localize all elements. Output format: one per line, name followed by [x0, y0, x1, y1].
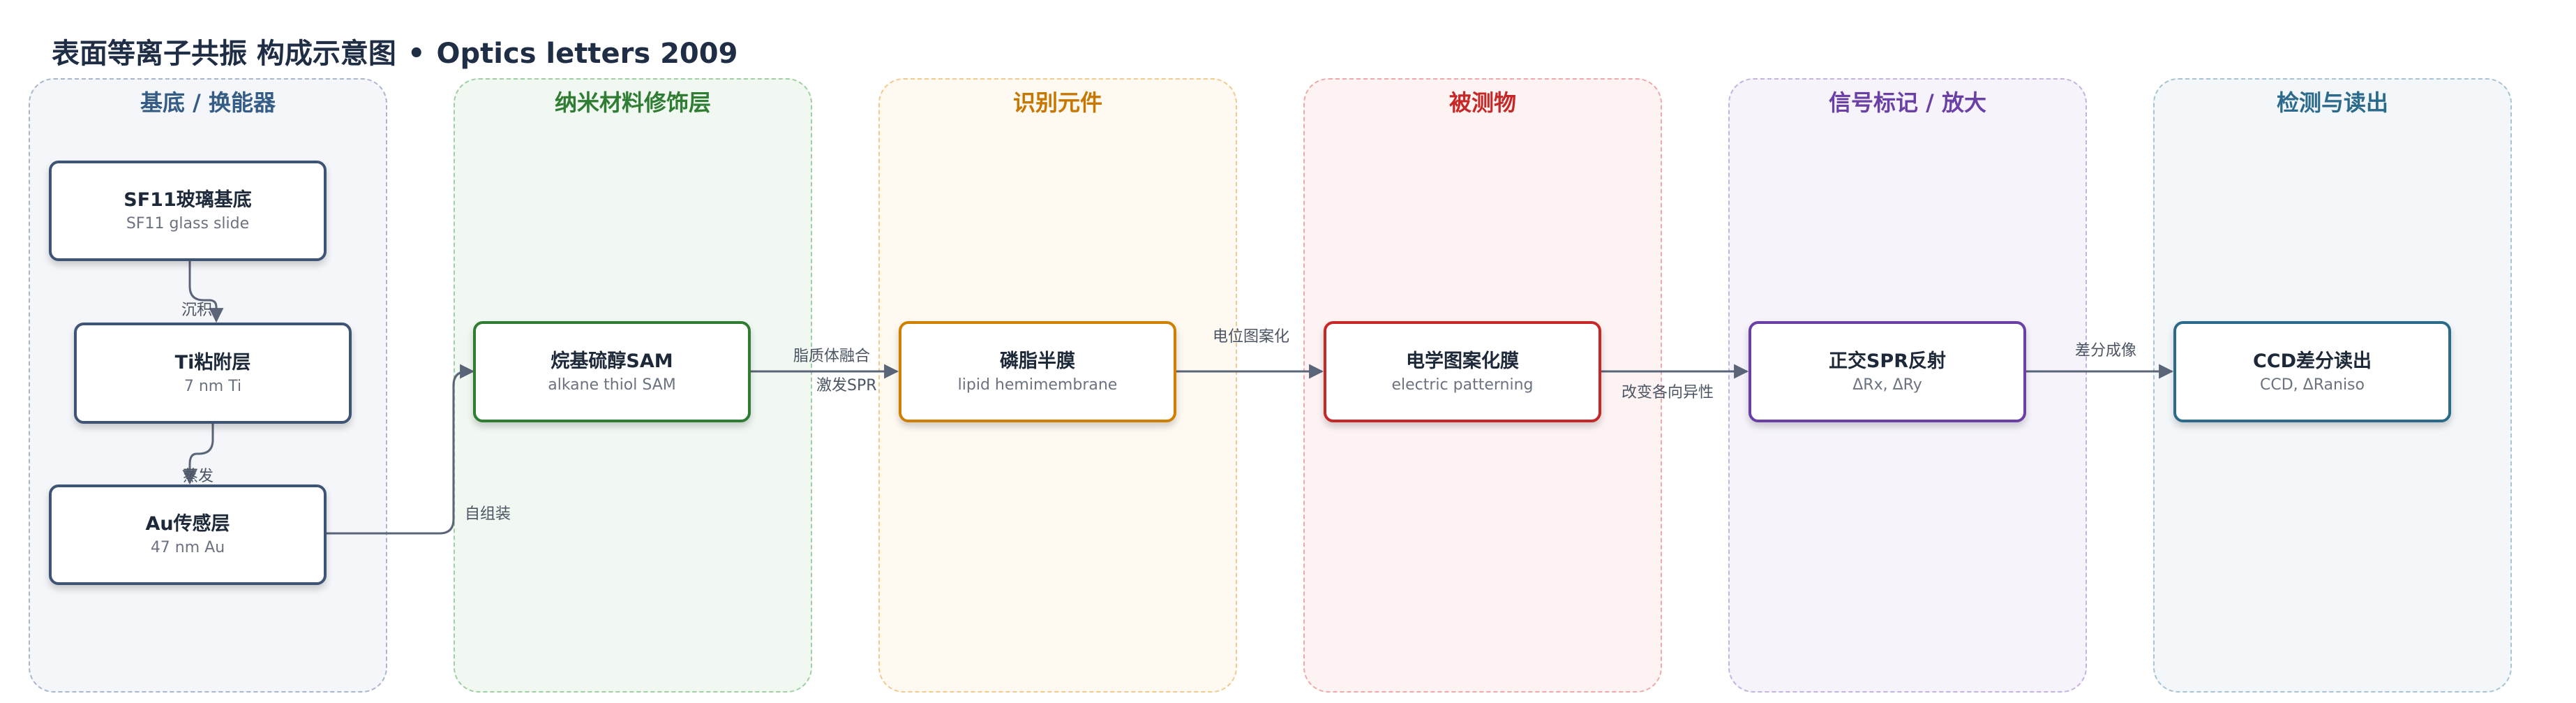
edge-label-self-assembly: 自组装	[465, 505, 511, 523]
node-sam-subtitle: alkane thiol SAM	[548, 376, 676, 394]
edge-label-change-anisotropy: 改变各向异性	[1622, 384, 1714, 401]
node-ti-adhesion[interactable]: Ti粘附层 7 nm Ti	[74, 323, 352, 424]
node-sf11-subtitle: SF11 glass slide	[126, 215, 250, 232]
edge-label-deposit: 沉积	[181, 302, 213, 319]
edge-label-potential-patterning: 电位图案化	[1213, 328, 1290, 346]
title-main: 表面等离子共振 构成示意图	[52, 38, 396, 70]
edge-ti-au	[182, 424, 214, 485]
node-spr-title: 正交SPR反射	[1828, 350, 1947, 372]
edge-label-differential-imaging: 差分成像	[2075, 342, 2137, 360]
edge-au-sam	[327, 364, 475, 535]
column-title-detection: 检测与读出	[2276, 89, 2388, 116]
edge-label-evaporate: 蒸发	[183, 468, 214, 485]
column-title-signal: 信号标记 / 放大	[1829, 89, 1986, 116]
node-sf11-glass[interactable]: SF11玻璃基底 SF11 glass slide	[49, 161, 327, 261]
node-lipid-subtitle: lipid hemimembrane	[957, 376, 1118, 394]
node-spr-subtitle: ΔRx, ΔRy	[1852, 376, 1922, 394]
edge-label-excite-spr: 激发SPR	[816, 377, 877, 394]
node-ti-subtitle: 7 nm Ti	[184, 377, 242, 395]
node-thiol-sam[interactable]: 烷基硫醇SAM alkane thiol SAM	[473, 321, 751, 422]
page-title: 表面等离子共振 构成示意图 • Optics letters 2009	[52, 29, 737, 78]
node-electric-title: 电学图案化膜	[1406, 350, 1519, 372]
node-orthogonal-spr[interactable]: 正交SPR反射 ΔRx, ΔRy	[1748, 321, 2026, 422]
node-au-sensing[interactable]: Au传感层 47 nm Au	[49, 484, 327, 585]
node-au-title: Au传感层	[145, 513, 230, 535]
node-ccd-title: CCD差分读出	[2252, 350, 2372, 372]
title-source: Optics letters 2009	[436, 38, 738, 70]
node-electric-patterning[interactable]: 电学图案化膜 electric patterning	[1324, 321, 1601, 422]
node-lipid-hemimembrane[interactable]: 磷脂半膜 lipid hemimembrane	[899, 321, 1176, 422]
node-sf11-title: SF11玻璃基底	[123, 189, 252, 211]
node-au-subtitle: 47 nm Au	[150, 539, 225, 556]
column-title-substrate: 基底 / 换能器	[140, 89, 276, 116]
column-title-recognition: 识别元件	[1012, 89, 1102, 116]
edge-sf11-ti	[188, 261, 224, 323]
node-electric-subtitle: electric patterning	[1391, 376, 1534, 394]
edge-label-liposome-fusion: 脂质体融合	[793, 348, 871, 365]
node-ccd-subtitle: CCD, ΔRaniso	[2260, 376, 2365, 394]
column-title-nanomaterial: 纳米材料修饰层	[554, 89, 711, 116]
node-sam-title: 烷基硫醇SAM	[551, 350, 673, 372]
title-separator: •	[407, 38, 426, 70]
node-ti-title: Ti粘附层	[174, 351, 251, 373]
node-ccd-readout[interactable]: CCD差分读出 CCD, ΔRaniso	[2173, 321, 2451, 422]
column-title-analyte: 被测物	[1448, 89, 1516, 116]
node-lipid-title: 磷脂半膜	[1000, 350, 1075, 372]
